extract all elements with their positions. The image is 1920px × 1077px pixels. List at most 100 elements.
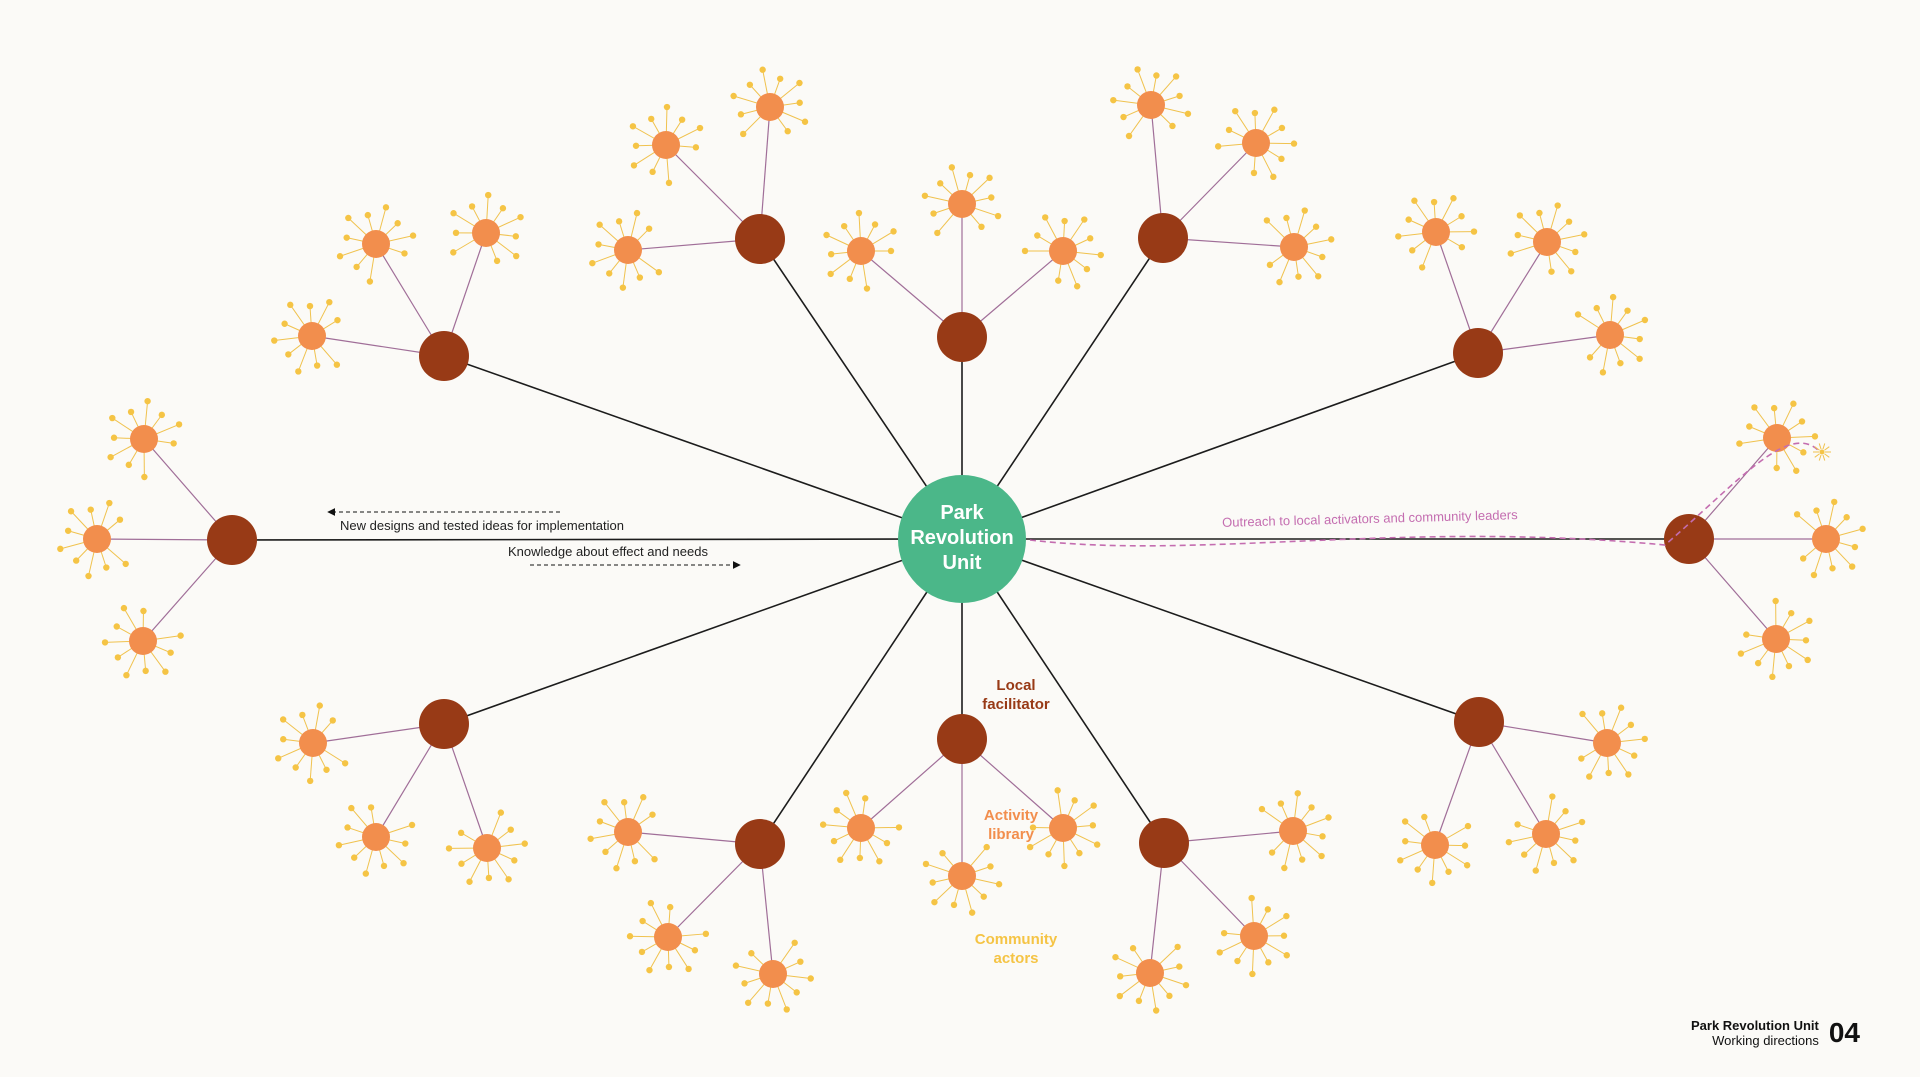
activity-node (948, 862, 976, 890)
community-actor-dot (101, 639, 109, 646)
community-actor-dot (629, 123, 637, 130)
center-label-line-1: Park (940, 502, 984, 524)
activity-node (1279, 817, 1307, 845)
community-actor-dot (1090, 802, 1097, 809)
community-actor-dot (1429, 879, 1436, 887)
outreach-label: Outreach to local activators and communi… (1222, 507, 1518, 530)
community-actor-dot (939, 849, 946, 857)
community-actor-dot (341, 760, 349, 767)
spoke-line (443, 355, 963, 540)
community-actor-dot (1325, 814, 1332, 821)
spoke-line (443, 538, 963, 725)
community-actor-dot (740, 130, 747, 138)
community-actor-dot (1248, 894, 1255, 902)
community-actor-dot (1225, 126, 1233, 134)
community-actor-dot (837, 856, 844, 864)
community-actor-dot (655, 268, 663, 276)
community-actor-dot (1843, 514, 1850, 521)
community-actor-dot (732, 962, 740, 969)
community-actor-dot (1319, 253, 1326, 261)
community-actor-dot (1081, 216, 1088, 223)
activity-node (472, 219, 500, 247)
community-actor-dot (646, 966, 653, 974)
community-actor-dot (1624, 307, 1631, 314)
community-actor-dot (922, 860, 930, 868)
community-actor-dot (830, 837, 838, 845)
community-actor-dot (1093, 841, 1101, 848)
community-actor-dot (1318, 852, 1325, 860)
activity-node (1242, 129, 1270, 157)
community-actor-dot (1182, 981, 1190, 989)
community-actor-dot (109, 414, 116, 422)
community-actor-dot (1281, 864, 1288, 872)
community-actor-dot (114, 654, 122, 661)
community-actor-dot (348, 804, 355, 812)
community-actor-dot (468, 203, 476, 210)
community-actor-dot (1568, 268, 1575, 275)
community-actor-dot (1810, 571, 1818, 579)
community-actor-dot (876, 858, 883, 865)
community-actor-dot (1549, 793, 1556, 800)
community-actor-dot (691, 947, 699, 954)
community-actor-dot (1574, 311, 1582, 318)
community-actor-dot (445, 845, 453, 852)
community-actor-dot (730, 92, 737, 100)
community-actor-dot (517, 213, 524, 221)
community-actor-dot (645, 225, 653, 232)
community-actor-dot (1754, 659, 1762, 667)
community-actor-dot (466, 878, 473, 885)
community-actor-dot (335, 841, 343, 849)
footer-subtitle: Working directions (1712, 1033, 1819, 1048)
community-actor-dot (827, 270, 834, 278)
community-actor-dot (994, 212, 1002, 220)
burst-ray (1818, 454, 1822, 461)
community-actor-dot (177, 632, 184, 639)
community-actor-dot (596, 221, 603, 228)
facilitator-node (735, 819, 785, 869)
community-actor-dot (1397, 857, 1404, 864)
community-actor-dot (87, 506, 94, 513)
community-actor-dot (649, 168, 656, 176)
community-actor-dot (1636, 355, 1643, 362)
community-actor-dot (1135, 997, 1143, 1005)
community-actor-dot (1609, 293, 1617, 301)
community-actor-dot (380, 862, 388, 870)
activity-node (1763, 424, 1791, 452)
community-actor-dot (1249, 970, 1256, 978)
community-actor-dot (931, 898, 938, 906)
community-actor-dot (521, 840, 528, 847)
community-actor-dot (978, 223, 985, 231)
community-actor-dot (1536, 209, 1543, 217)
burst-ray (1822, 443, 1826, 450)
community-actor-dot (167, 649, 174, 656)
community-actor-dot (827, 250, 835, 258)
community-actor-dot (1166, 992, 1173, 1000)
community-actor-dot (1770, 404, 1778, 412)
community-actor-dot (72, 557, 80, 564)
community-actor-dot (1773, 464, 1780, 472)
community-actor-dot (326, 298, 333, 306)
community-actor-dot (1319, 833, 1326, 840)
community-actor-dot (696, 124, 704, 132)
community-actor-dot (1266, 261, 1274, 269)
community-actor-dot (1463, 862, 1471, 869)
activity-node (756, 93, 784, 121)
center-label-line-3: Unit (943, 552, 982, 574)
spoke-line (961, 538, 1480, 723)
community-actor-dot (1586, 773, 1593, 780)
community-actor-dot (1464, 822, 1472, 830)
community-actor-dot (125, 461, 133, 469)
community-actor-dot (702, 930, 710, 938)
community-actor-dot (110, 434, 118, 441)
footer-text: Park Revolution Unit Working directions (1691, 1018, 1819, 1048)
community-actor-dot (843, 789, 850, 797)
community-actor-dot (485, 874, 493, 882)
activity-node (847, 814, 875, 842)
community-actor-dot (394, 220, 401, 227)
community-actor-dot (306, 777, 314, 785)
community-actor-dot (863, 285, 871, 292)
community-actor-dot (366, 278, 374, 285)
community-actor-dot (1125, 132, 1133, 140)
community-actor-dot (1214, 143, 1222, 150)
